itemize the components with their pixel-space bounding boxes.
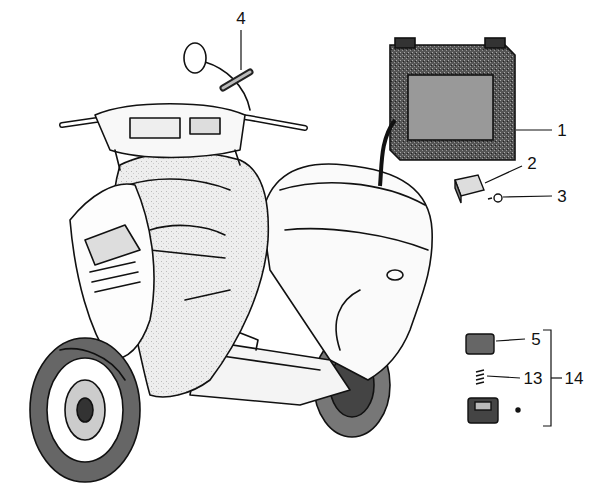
strip-part-highlight (223, 72, 250, 88)
battery-part (380, 38, 515, 186)
leader-lines (241, 30, 562, 426)
scooter-drawing (30, 43, 432, 482)
strip-part (223, 72, 250, 88)
callout-number: 14 (565, 370, 584, 387)
relay-part (455, 175, 502, 203)
callout-number: 2 (527, 155, 536, 172)
callout-number: 5 (531, 331, 540, 348)
fuse-parts (466, 334, 520, 423)
callout-number: 1 (557, 122, 566, 139)
callout-number: 4 (236, 10, 245, 27)
callout-number: 3 (557, 188, 566, 205)
callout-number: 13 (524, 370, 543, 387)
